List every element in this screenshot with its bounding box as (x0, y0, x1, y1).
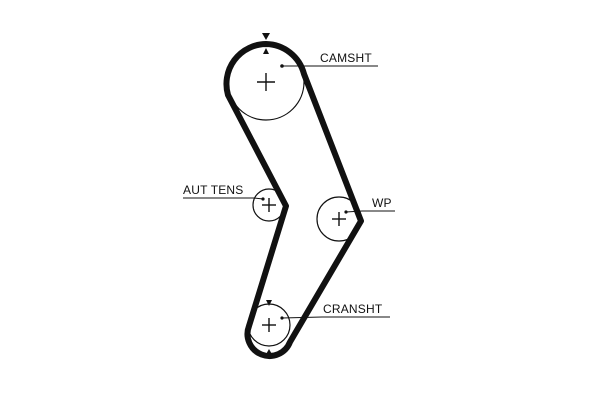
crankshaft-bottom-triangle-marker-icon (265, 349, 273, 356)
auto-tensioner-center-crosshair-icon (262, 198, 276, 212)
crankshaft-leader (280, 316, 390, 320)
water-pump-pulley (316, 196, 362, 242)
water-pump-label: WP (372, 196, 392, 210)
auto-tensioner-pulley (252, 188, 286, 222)
crankshaft-pulley (247, 303, 291, 347)
water-pump-center-crosshair-icon (332, 212, 346, 226)
crankshaft-center-crosshair-icon (262, 318, 276, 332)
crankshaft-inner-triangle-marker-icon (266, 300, 272, 306)
crankshaft-label: CRANSHT (323, 302, 383, 316)
camshaft-pulley (227, 43, 305, 121)
camshaft-label: CAMSHT (320, 51, 372, 65)
water-pump-leader (344, 210, 395, 214)
camshaft-inner-triangle-marker-icon (263, 48, 269, 54)
auto-tensioner-leader (183, 197, 265, 201)
auto-tensioner-label: AUT TENS (183, 183, 244, 197)
camshaft-leader (280, 64, 378, 68)
camshaft-center-crosshair-icon (257, 73, 275, 91)
camshaft-top-triangle-marker-icon (262, 33, 270, 40)
